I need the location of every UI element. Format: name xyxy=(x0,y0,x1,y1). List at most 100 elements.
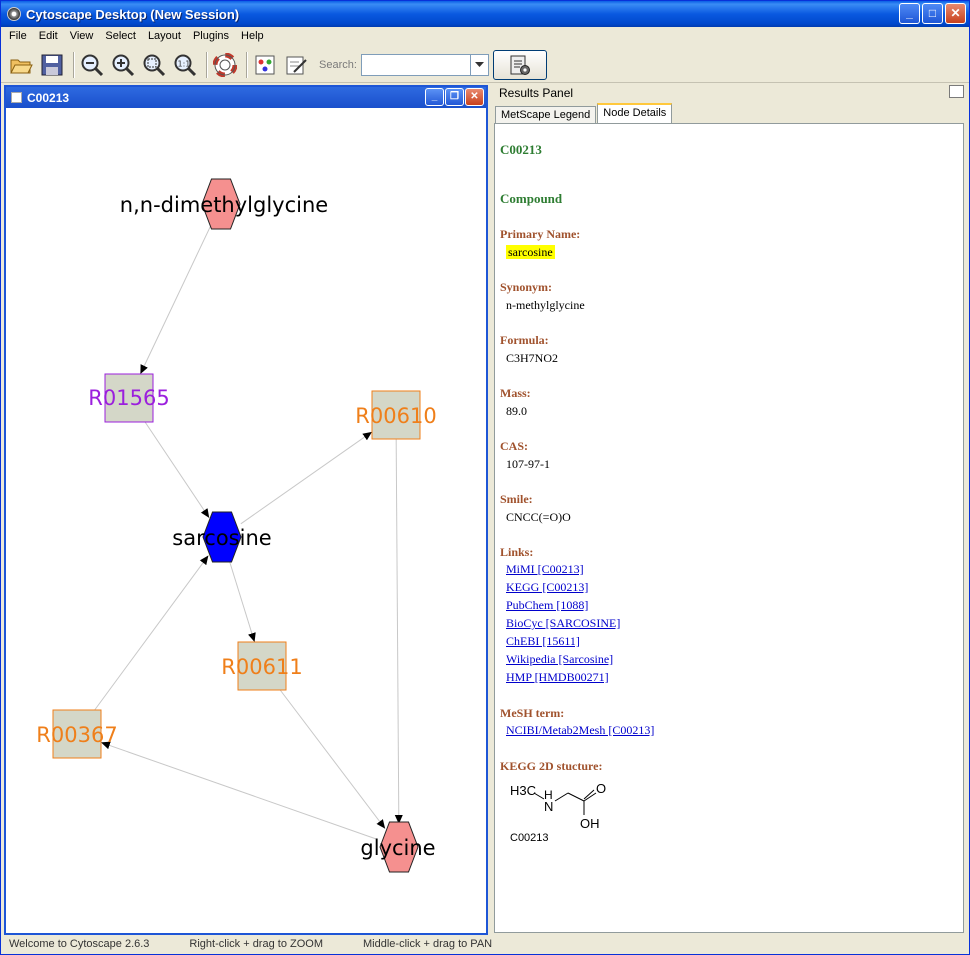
mass-section: Mass: 89.0 xyxy=(500,386,958,419)
save-icon[interactable] xyxy=(38,51,66,79)
kegg-2d-caption: C00213 xyxy=(510,832,549,844)
menu-file[interactable]: File xyxy=(9,30,27,42)
edit-network-icon[interactable] xyxy=(282,51,310,79)
kegg-2d-label: KEGG 2D stucture: xyxy=(500,759,603,773)
node-r00611[interactable] xyxy=(237,641,287,691)
edge-sarcosine-to-R00610[interactable] xyxy=(240,431,373,525)
node-n-n-dimethylglycine[interactable] xyxy=(201,178,241,230)
node-sarcosine[interactable] xyxy=(202,511,242,563)
network-view-titlebar[interactable]: C00213 _ ❐ ✕ xyxy=(6,87,486,108)
tab-metscape-legend[interactable]: MetScape Legend xyxy=(495,106,597,123)
node-label-r01565: R01565 xyxy=(88,386,170,410)
kegg-2d-section: KEGG 2D stucture: H3C N H O OH xyxy=(500,759,958,844)
mass-label: Mass: xyxy=(500,386,531,400)
zoom-selected-icon[interactable] xyxy=(140,51,168,79)
edge-R00610-to-glycine[interactable] xyxy=(394,438,403,825)
edge-sarcosine-to-R00611[interactable] xyxy=(228,558,256,643)
node-r01565[interactable] xyxy=(104,373,154,423)
network-close-button[interactable]: ✕ xyxy=(465,88,484,106)
formula-label: Formula: xyxy=(500,333,549,347)
edge-R00611-to-glycine[interactable] xyxy=(279,689,386,829)
synonym-label: Synonym: xyxy=(500,280,553,294)
cas-section: CAS: 107-97-1 xyxy=(500,439,958,472)
link-kegg[interactable]: KEGG [C00213] xyxy=(506,580,589,594)
menu-plugins[interactable]: Plugins xyxy=(192,30,230,42)
primary-name-section: Primary Name: sarcosine xyxy=(500,227,958,260)
smile-section: Smile: CNCC(=O)O xyxy=(500,492,958,525)
synonym-value: n-methylglycine xyxy=(506,298,585,312)
node-label-r00367: R00367 xyxy=(36,723,118,747)
search-input[interactable] xyxy=(360,53,471,76)
network-minimize-button[interactable]: _ xyxy=(425,88,444,106)
window-title: Cytoscape Desktop (New Session) xyxy=(26,6,240,22)
link-wikipedia[interactable]: Wikipedia [Sarcosine] xyxy=(506,652,614,666)
link-metab2mesh[interactable]: NCIBI/Metab2Mesh [C00213] xyxy=(506,723,655,737)
menu-layout[interactable]: Layout xyxy=(147,30,181,42)
edge-glycine-to-R00367[interactable] xyxy=(100,741,378,840)
cas-value: 107-97-1 xyxy=(506,457,550,471)
struct-h3c: H3C xyxy=(510,783,536,798)
minimize-button[interactable]: _ xyxy=(899,3,920,24)
status-bar: Welcome to Cytoscape 2.6.3 Right-click +… xyxy=(1,935,969,953)
help-lifebuoy-icon[interactable] xyxy=(211,51,239,79)
node-label-r00611: R00611 xyxy=(221,655,303,679)
new-network-icon[interactable] xyxy=(251,51,279,79)
search-dropdown-button[interactable] xyxy=(470,53,489,76)
node-r00610[interactable] xyxy=(371,390,421,440)
maximize-button[interactable]: □ xyxy=(922,3,943,24)
results-panel: Results Panel MetScape Legend Node Detai… xyxy=(491,85,968,935)
menu-view[interactable]: View xyxy=(69,30,94,42)
results-panel-title: Results Panel xyxy=(499,86,574,100)
zoom-out-icon[interactable] xyxy=(78,51,106,79)
link-biocyc[interactable]: BioCyc [SARCOSINE] xyxy=(506,616,621,630)
node-r00367[interactable] xyxy=(52,709,102,759)
node-glycine[interactable] xyxy=(379,821,419,873)
node-id: C00213 xyxy=(500,142,542,157)
float-panel-icon[interactable] xyxy=(949,85,964,98)
status-middle-click-hint: Middle-click + drag to PAN xyxy=(363,938,493,950)
links-label: Links: xyxy=(500,545,534,559)
edge-R00367-to-sarcosine[interactable] xyxy=(94,555,209,711)
primary-name-value: sarcosine xyxy=(506,245,555,259)
formula-section: Formula: C3H7NO2 xyxy=(500,333,958,366)
node-label-r00610: R00610 xyxy=(355,404,437,428)
network-graph[interactable] xyxy=(6,108,486,933)
node-label-n-n-dimethylglycine: n,n-dimethylglycine xyxy=(119,193,329,217)
zoom-in-icon[interactable] xyxy=(109,51,137,79)
primary-name-label: Primary Name: xyxy=(500,227,581,241)
cas-label: CAS: xyxy=(500,439,529,453)
node-label-sarcosine: sarcosine xyxy=(172,526,272,550)
status-right-click-hint: Right-click + drag to ZOOM xyxy=(189,938,323,950)
clipboard-gear-icon xyxy=(510,55,530,75)
window-titlebar[interactable]: Cytoscape Desktop (New Session) _ □ ✕ xyxy=(1,1,969,27)
link-mimi[interactable]: MiMI [C00213] xyxy=(506,562,584,576)
link-chebi[interactable]: ChEBI [15611] xyxy=(506,634,580,648)
menu-select[interactable]: Select xyxy=(105,30,136,42)
close-button[interactable]: ✕ xyxy=(945,3,966,24)
network-restore-button[interactable]: ❐ xyxy=(445,88,464,106)
links-section: Links: MiMI [C00213] KEGG [C00213] PubCh… xyxy=(500,545,958,686)
node-type: Compound xyxy=(500,191,563,206)
struct-n: N xyxy=(544,799,553,814)
synonym-section: Synonym: n-methylglycine xyxy=(500,280,958,313)
search-options-button[interactable] xyxy=(492,49,547,80)
edge-n,n-dimethylglycine-to-R01565[interactable] xyxy=(139,224,212,375)
mass-value: 89.0 xyxy=(506,404,527,418)
kegg-2d-structure-image: H3C N H O OH xyxy=(510,781,606,831)
link-pubchem[interactable]: PubChem [1088] xyxy=(506,598,589,612)
menubar: File Edit View Select Layout Plugins Hel… xyxy=(1,27,969,45)
results-panel-header: Results Panel xyxy=(491,85,968,101)
link-hmp[interactable]: HMP [HMDB00271] xyxy=(506,670,609,684)
menu-edit[interactable]: Edit xyxy=(38,30,58,42)
mesh-label: MeSH term: xyxy=(500,706,565,720)
formula-value: C3H7NO2 xyxy=(506,351,559,365)
open-folder-icon[interactable] xyxy=(7,51,35,79)
search-label: Search: xyxy=(319,58,357,71)
zoom-actual-size-icon[interactable]: 1:1 xyxy=(171,51,199,79)
tab-node-details[interactable]: Node Details xyxy=(597,103,673,123)
menu-help[interactable]: Help xyxy=(241,30,264,42)
edge-R01565-to-sarcosine[interactable] xyxy=(144,421,210,519)
results-tabs: MetScape Legend Node Details xyxy=(491,101,968,123)
struct-h: H xyxy=(544,788,553,802)
